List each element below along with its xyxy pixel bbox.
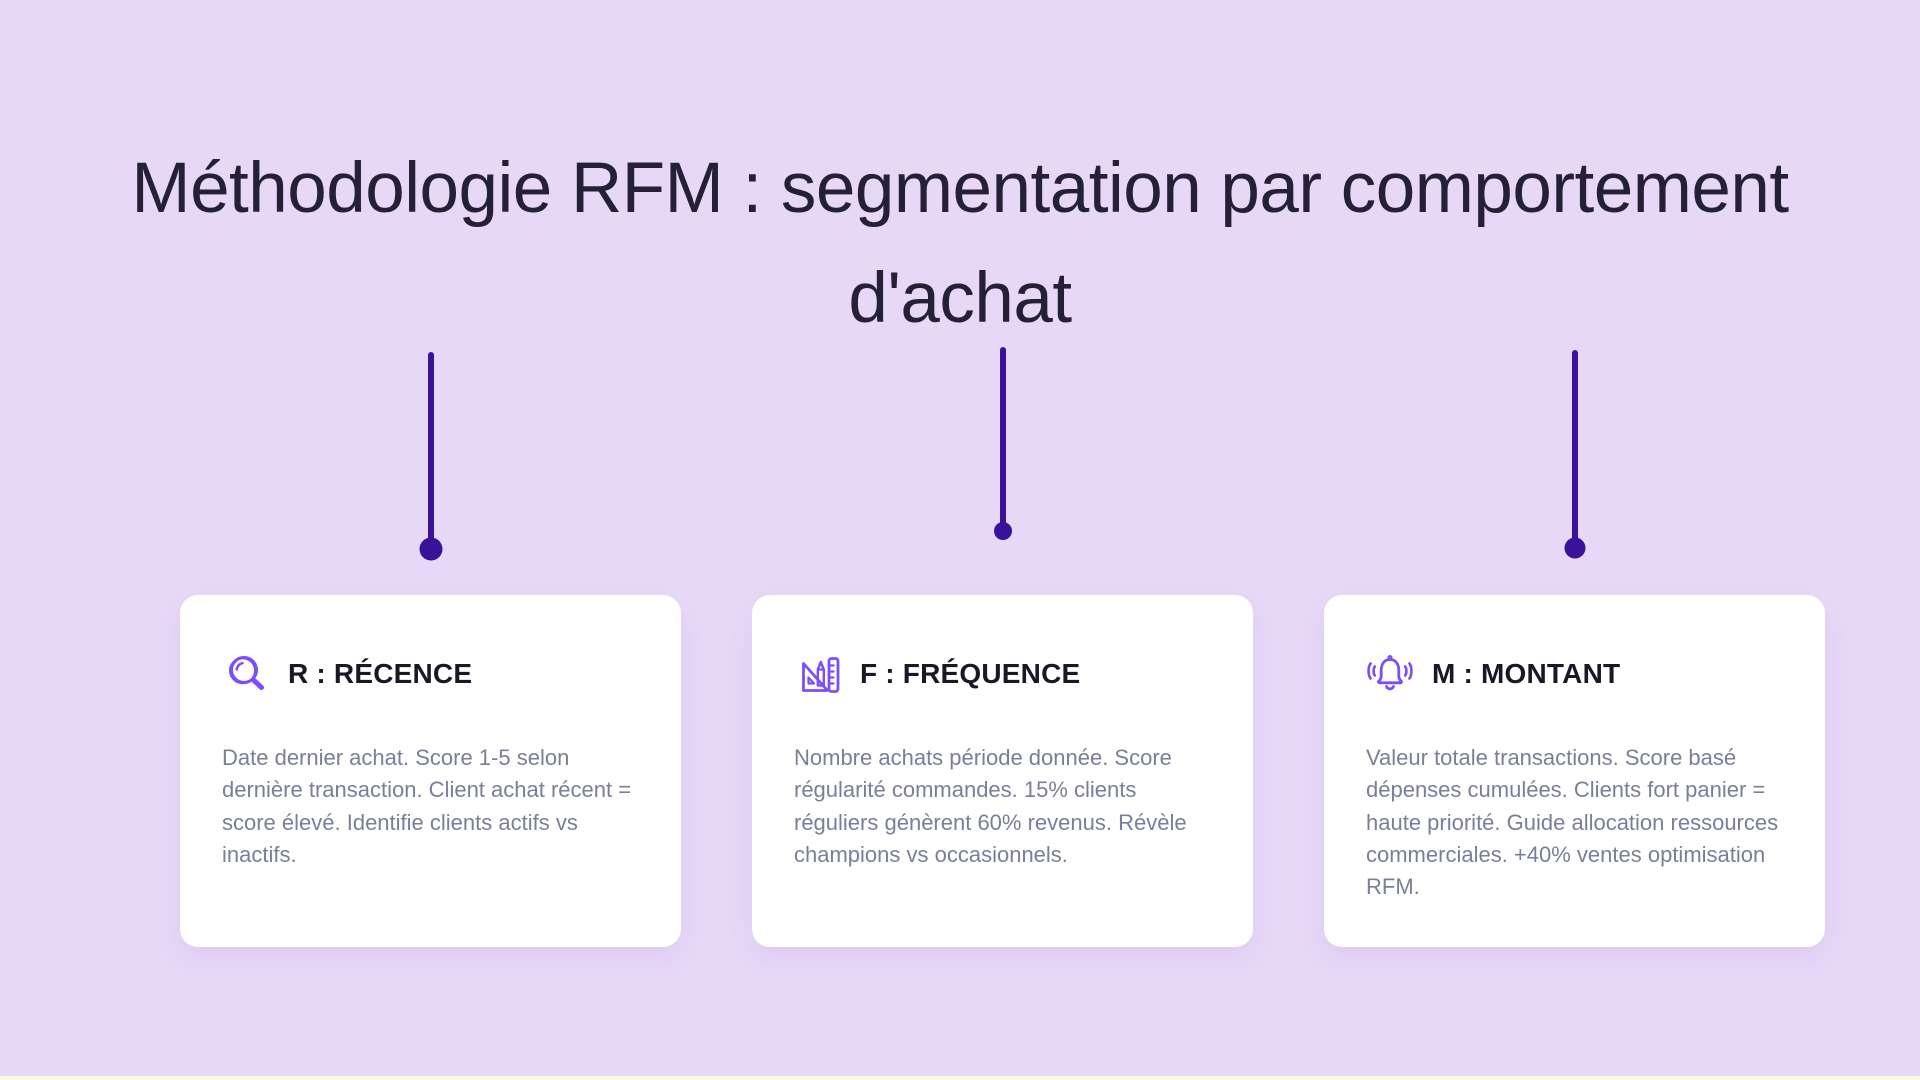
connector-dot (419, 537, 442, 561)
card-description: Date dernier achat. Score 1-5 selon dern… (222, 745, 632, 867)
page-title-line-1: Méthodologie RFM : segmentation par comp… (131, 148, 1789, 228)
connector-line (427, 352, 434, 549)
connector-line (1571, 350, 1578, 548)
rfm-column-montant: M : MONTANT Valeur totale transactions. … (1324, 0, 1825, 1080)
card-description: Nombre achats période donnée. Score régu… (794, 745, 1187, 867)
card-heading: R : RÉCENCE (288, 658, 473, 689)
bottom-edge-strip (0, 1076, 1920, 1080)
connector-dot (1564, 537, 1585, 559)
rfm-card-montant: M : MONTANT Valeur totale transactions. … (1324, 595, 1825, 947)
magnifier-icon (222, 650, 270, 698)
card-header: M : MONTANT (1366, 650, 1783, 698)
connector-line (999, 347, 1006, 531)
card-description: Valeur totale transactions. Score basé d… (1366, 745, 1779, 900)
card-header: R : RÉCENCE (222, 650, 639, 698)
card-header: F : FRÉQUENCE (794, 650, 1211, 698)
card-heading: M : MONTANT (1432, 658, 1621, 689)
card-heading: F : FRÉQUENCE (860, 658, 1081, 689)
rfm-column-recence: R : RÉCENCE Date dernier achat. Score 1-… (180, 0, 681, 1080)
drafting-tools-icon (794, 650, 842, 698)
rfm-column-frequence: F : FRÉQUENCE Nombre achats période donn… (752, 0, 1253, 1080)
page-title: Méthodologie RFM : segmentation par comp… (0, 134, 1920, 354)
bell-ringing-icon (1366, 650, 1414, 698)
cards-row: R : RÉCENCE Date dernier achat. Score 1-… (180, 0, 1825, 1080)
connector-dot (993, 522, 1012, 540)
rfm-card-frequence: F : FRÉQUENCE Nombre achats période donn… (752, 595, 1253, 947)
page-title-line-2: d'achat (848, 258, 1072, 338)
rfm-card-recence: R : RÉCENCE Date dernier achat. Score 1-… (180, 595, 681, 947)
